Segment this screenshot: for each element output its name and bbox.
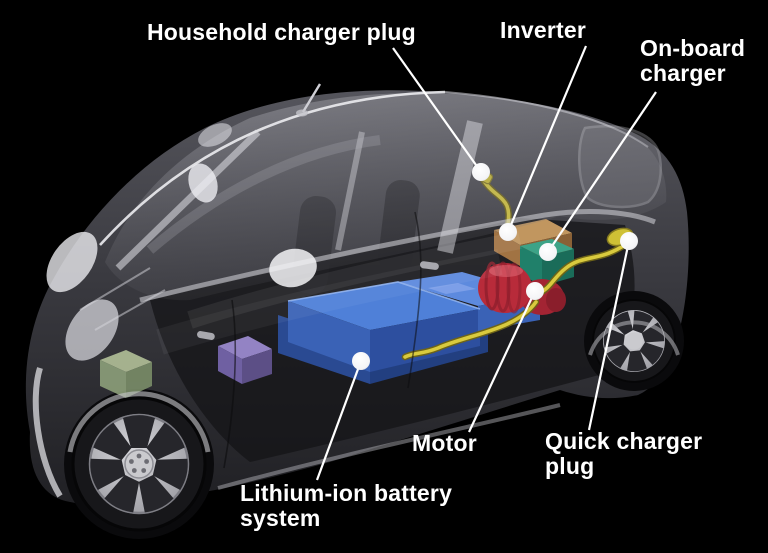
front-fender-arch xyxy=(67,391,211,453)
beltline-trim xyxy=(139,208,656,303)
leader-household-charger-plug xyxy=(392,47,482,173)
marker-quick-charger-plug xyxy=(620,232,638,250)
leader-battery xyxy=(315,360,363,481)
leader-quick-charger-plug xyxy=(587,240,631,431)
leader-motor xyxy=(468,290,536,433)
auxiliary-box-front xyxy=(100,350,152,398)
marker-inverter xyxy=(499,223,517,241)
marker-onboard-charger xyxy=(539,243,557,261)
auxiliary-box-cabin xyxy=(218,336,272,384)
headlight-lower xyxy=(65,299,119,361)
rocker-highlight xyxy=(217,403,561,490)
label-onboard-charger: On-board charger xyxy=(640,35,746,86)
label-motor: Motor xyxy=(412,430,477,456)
side-mirror xyxy=(269,248,317,288)
front-door-seam xyxy=(223,299,237,469)
leader-onboard-charger xyxy=(547,91,657,253)
headlight-upper xyxy=(46,231,98,293)
far-side-mirror xyxy=(188,163,218,203)
rear-fender-arch xyxy=(588,320,680,356)
label-household-charger-plug: Household charger plug xyxy=(147,19,416,45)
door-handle-front xyxy=(196,331,215,340)
door-handle-rear xyxy=(419,261,439,270)
leader-lines xyxy=(315,45,657,481)
glass-overlay xyxy=(32,83,667,498)
label-inverter: Inverter xyxy=(500,17,586,43)
marker-battery xyxy=(352,352,370,370)
rear-wheel xyxy=(592,299,676,383)
leader-inverter xyxy=(506,45,588,233)
label-lithium-ion-battery: Lithium-ion battery system xyxy=(240,480,453,531)
marker-dots xyxy=(352,163,638,370)
marker-household-charger-plug xyxy=(472,163,490,181)
label-quick-charger-plug: Quick charger plug xyxy=(545,428,703,479)
antenna xyxy=(301,83,322,113)
rear-window xyxy=(578,125,662,209)
rear-door-seam xyxy=(407,211,422,389)
wipers xyxy=(79,267,166,331)
front-wheel xyxy=(71,396,207,532)
front-bumper-highlight xyxy=(32,367,63,498)
marker-motor xyxy=(526,282,544,300)
motor-3d xyxy=(478,261,566,315)
